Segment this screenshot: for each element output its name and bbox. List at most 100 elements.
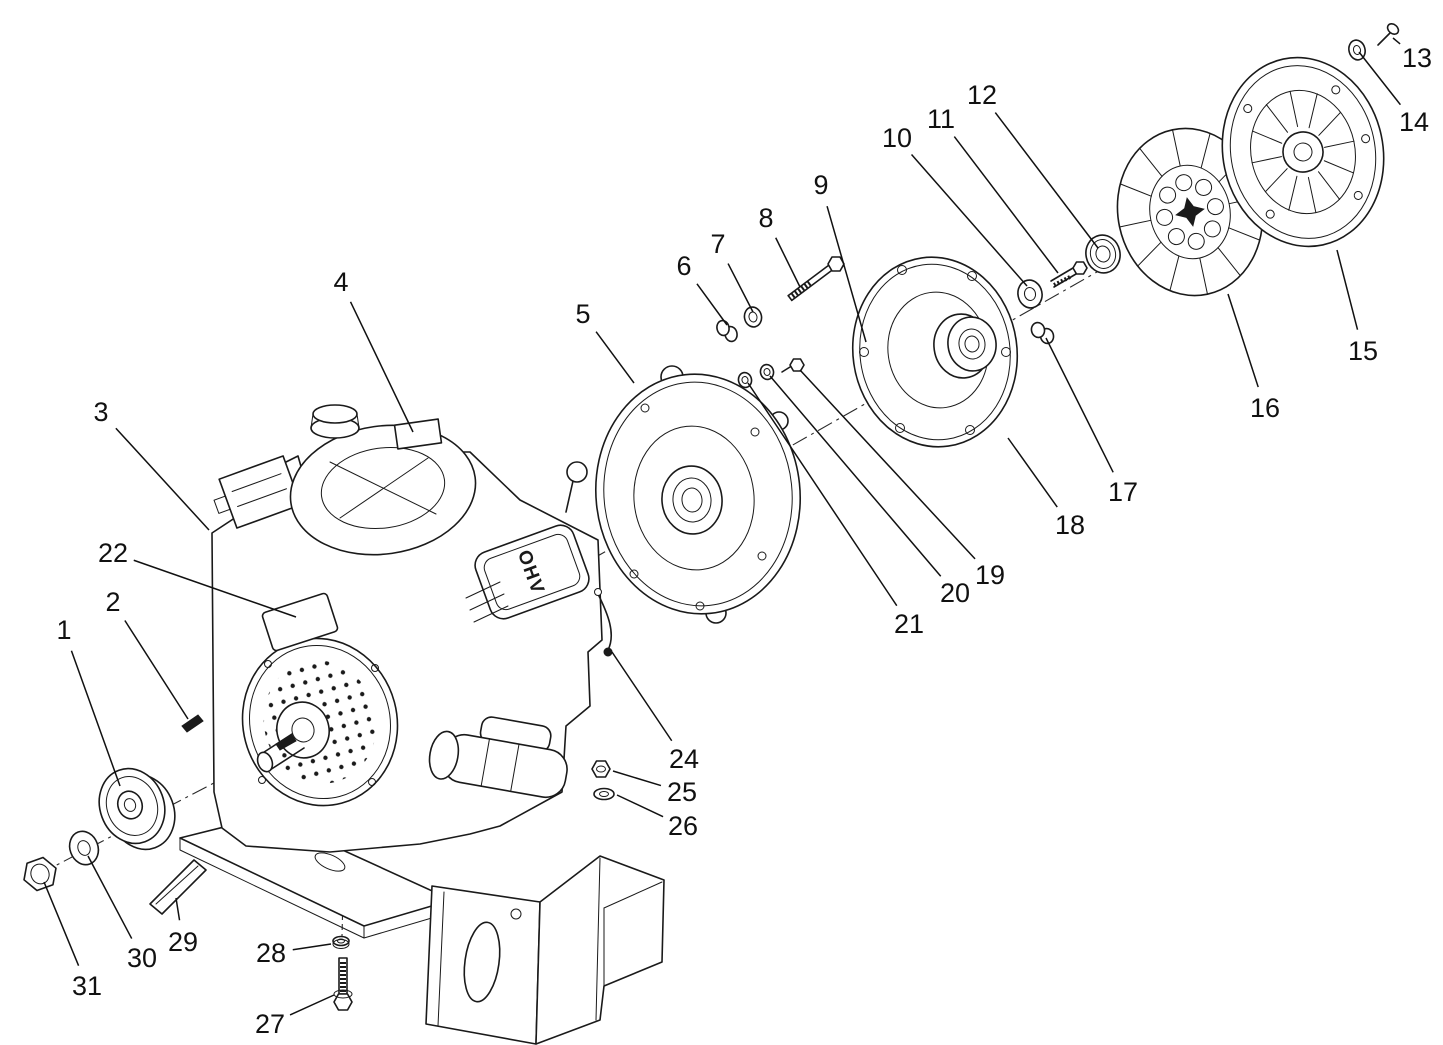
callout-11: 11 [927, 104, 955, 134]
callout-leader-12 [994, 112, 1099, 249]
callout-12: 12 [967, 80, 997, 110]
clutch-hub-spline [1175, 197, 1205, 227]
callout-1: 1 [56, 615, 71, 645]
washer-7 [743, 306, 763, 328]
lifting-eye [565, 461, 588, 513]
bolt-8 [787, 256, 845, 302]
bolt-11 [1050, 261, 1088, 288]
air-cleaner-decal [393, 418, 443, 450]
callout-leader-2 [124, 620, 189, 720]
base-bolt [333, 957, 353, 1011]
cylinder-fins [465, 581, 509, 623]
callout-25: 25 [667, 777, 697, 807]
engine-decal [261, 592, 339, 652]
callout-21: 21 [894, 609, 924, 639]
callout-26: 26 [668, 811, 698, 841]
callout-leader-9 [826, 205, 867, 343]
callout-leader-29 [175, 897, 181, 921]
crankshaft-pulley [98, 767, 176, 851]
blower-housing [241, 637, 399, 807]
crankshaft-nut [23, 856, 57, 892]
ground-wire [594, 588, 613, 657]
air-cleaner [289, 404, 477, 556]
clutch-disc-springs [1156, 174, 1224, 250]
pressure-plate-fingers [1251, 90, 1355, 214]
pressure-plate [1221, 56, 1385, 248]
callout-2: 2 [105, 587, 120, 617]
callout-leader-18 [1007, 437, 1058, 508]
callout-17: 17 [1108, 477, 1138, 507]
callout-3: 3 [93, 397, 108, 427]
callout-leader-14 [1358, 51, 1401, 106]
callout-20: 20 [940, 578, 970, 608]
callout-27: 27 [255, 1009, 285, 1039]
callout-9: 9 [813, 170, 828, 200]
drive-plate [851, 256, 1019, 448]
callout-31: 31 [72, 971, 102, 1001]
callout-22: 22 [98, 538, 128, 568]
callout-leader-15 [1336, 249, 1359, 330]
spacer-6 [716, 319, 738, 343]
callout-28: 28 [256, 938, 286, 968]
bell-housing [594, 365, 802, 624]
callout-19: 19 [975, 560, 1005, 590]
callout-leader-30 [87, 855, 133, 939]
callout-leader-28 [292, 943, 332, 951]
callout-layer: 1234567891011121314151617181920212224252… [43, 37, 1432, 1039]
pulley-washer [68, 830, 100, 866]
valve-cover: OHV [474, 524, 590, 620]
callout-14: 14 [1399, 107, 1429, 137]
callout-leader-10 [910, 154, 1028, 287]
callout-4: 4 [333, 267, 348, 297]
callout-15: 15 [1348, 336, 1378, 366]
callout-leader-13 [1392, 37, 1401, 45]
pressure-plate-holes [1243, 85, 1371, 219]
callout-29: 29 [168, 927, 198, 957]
crankshaft [256, 733, 305, 773]
callout-leader-3 [115, 427, 210, 531]
base-lock-washer [332, 935, 350, 949]
callout-13: 13 [1402, 43, 1432, 73]
callout-6: 6 [676, 251, 691, 281]
callout-leader-20 [769, 375, 942, 577]
stud-washer [593, 787, 615, 801]
callout-leader-25 [612, 770, 662, 787]
pilot-bearing [1085, 234, 1121, 274]
callout-16: 16 [1250, 393, 1280, 423]
callout-leader-19 [799, 369, 976, 560]
callout-leader-24 [611, 651, 673, 742]
callout-10: 10 [882, 123, 912, 153]
callout-24: 24 [669, 744, 699, 774]
callout-leader-4 [349, 301, 414, 433]
callout-leader-17 [1045, 337, 1114, 473]
engine-side-bracket [213, 455, 302, 529]
support-strap [149, 859, 207, 915]
callout-leader-16 [1227, 293, 1259, 388]
callout-leader-22 [133, 559, 297, 618]
washer-20 [759, 363, 775, 381]
callout-leader-11 [953, 136, 1059, 274]
washer-10 [1017, 279, 1043, 309]
callout-18: 18 [1055, 510, 1085, 540]
callout-leader-31 [43, 881, 80, 966]
callout-5: 5 [575, 299, 590, 329]
callout-leader-21 [747, 382, 898, 607]
callout-30: 30 [127, 943, 157, 973]
engine: OHV [211, 404, 613, 853]
woodruff-key-2 [181, 714, 204, 733]
callout-8: 8 [758, 203, 773, 233]
callout-leader-5 [595, 331, 635, 384]
mounting-base [179, 815, 665, 1045]
starter-motor [428, 716, 568, 799]
callout-leader-8 [775, 237, 801, 288]
callout-leader-26 [616, 794, 664, 818]
callout-leader-1 [70, 650, 121, 787]
callout-leader-7 [727, 263, 754, 313]
stud-nut [591, 760, 611, 778]
callout-leader-27 [289, 994, 335, 1016]
screw-13 [1377, 23, 1400, 46]
callout-leader-6 [696, 283, 728, 326]
spacer-17 [1030, 321, 1055, 345]
